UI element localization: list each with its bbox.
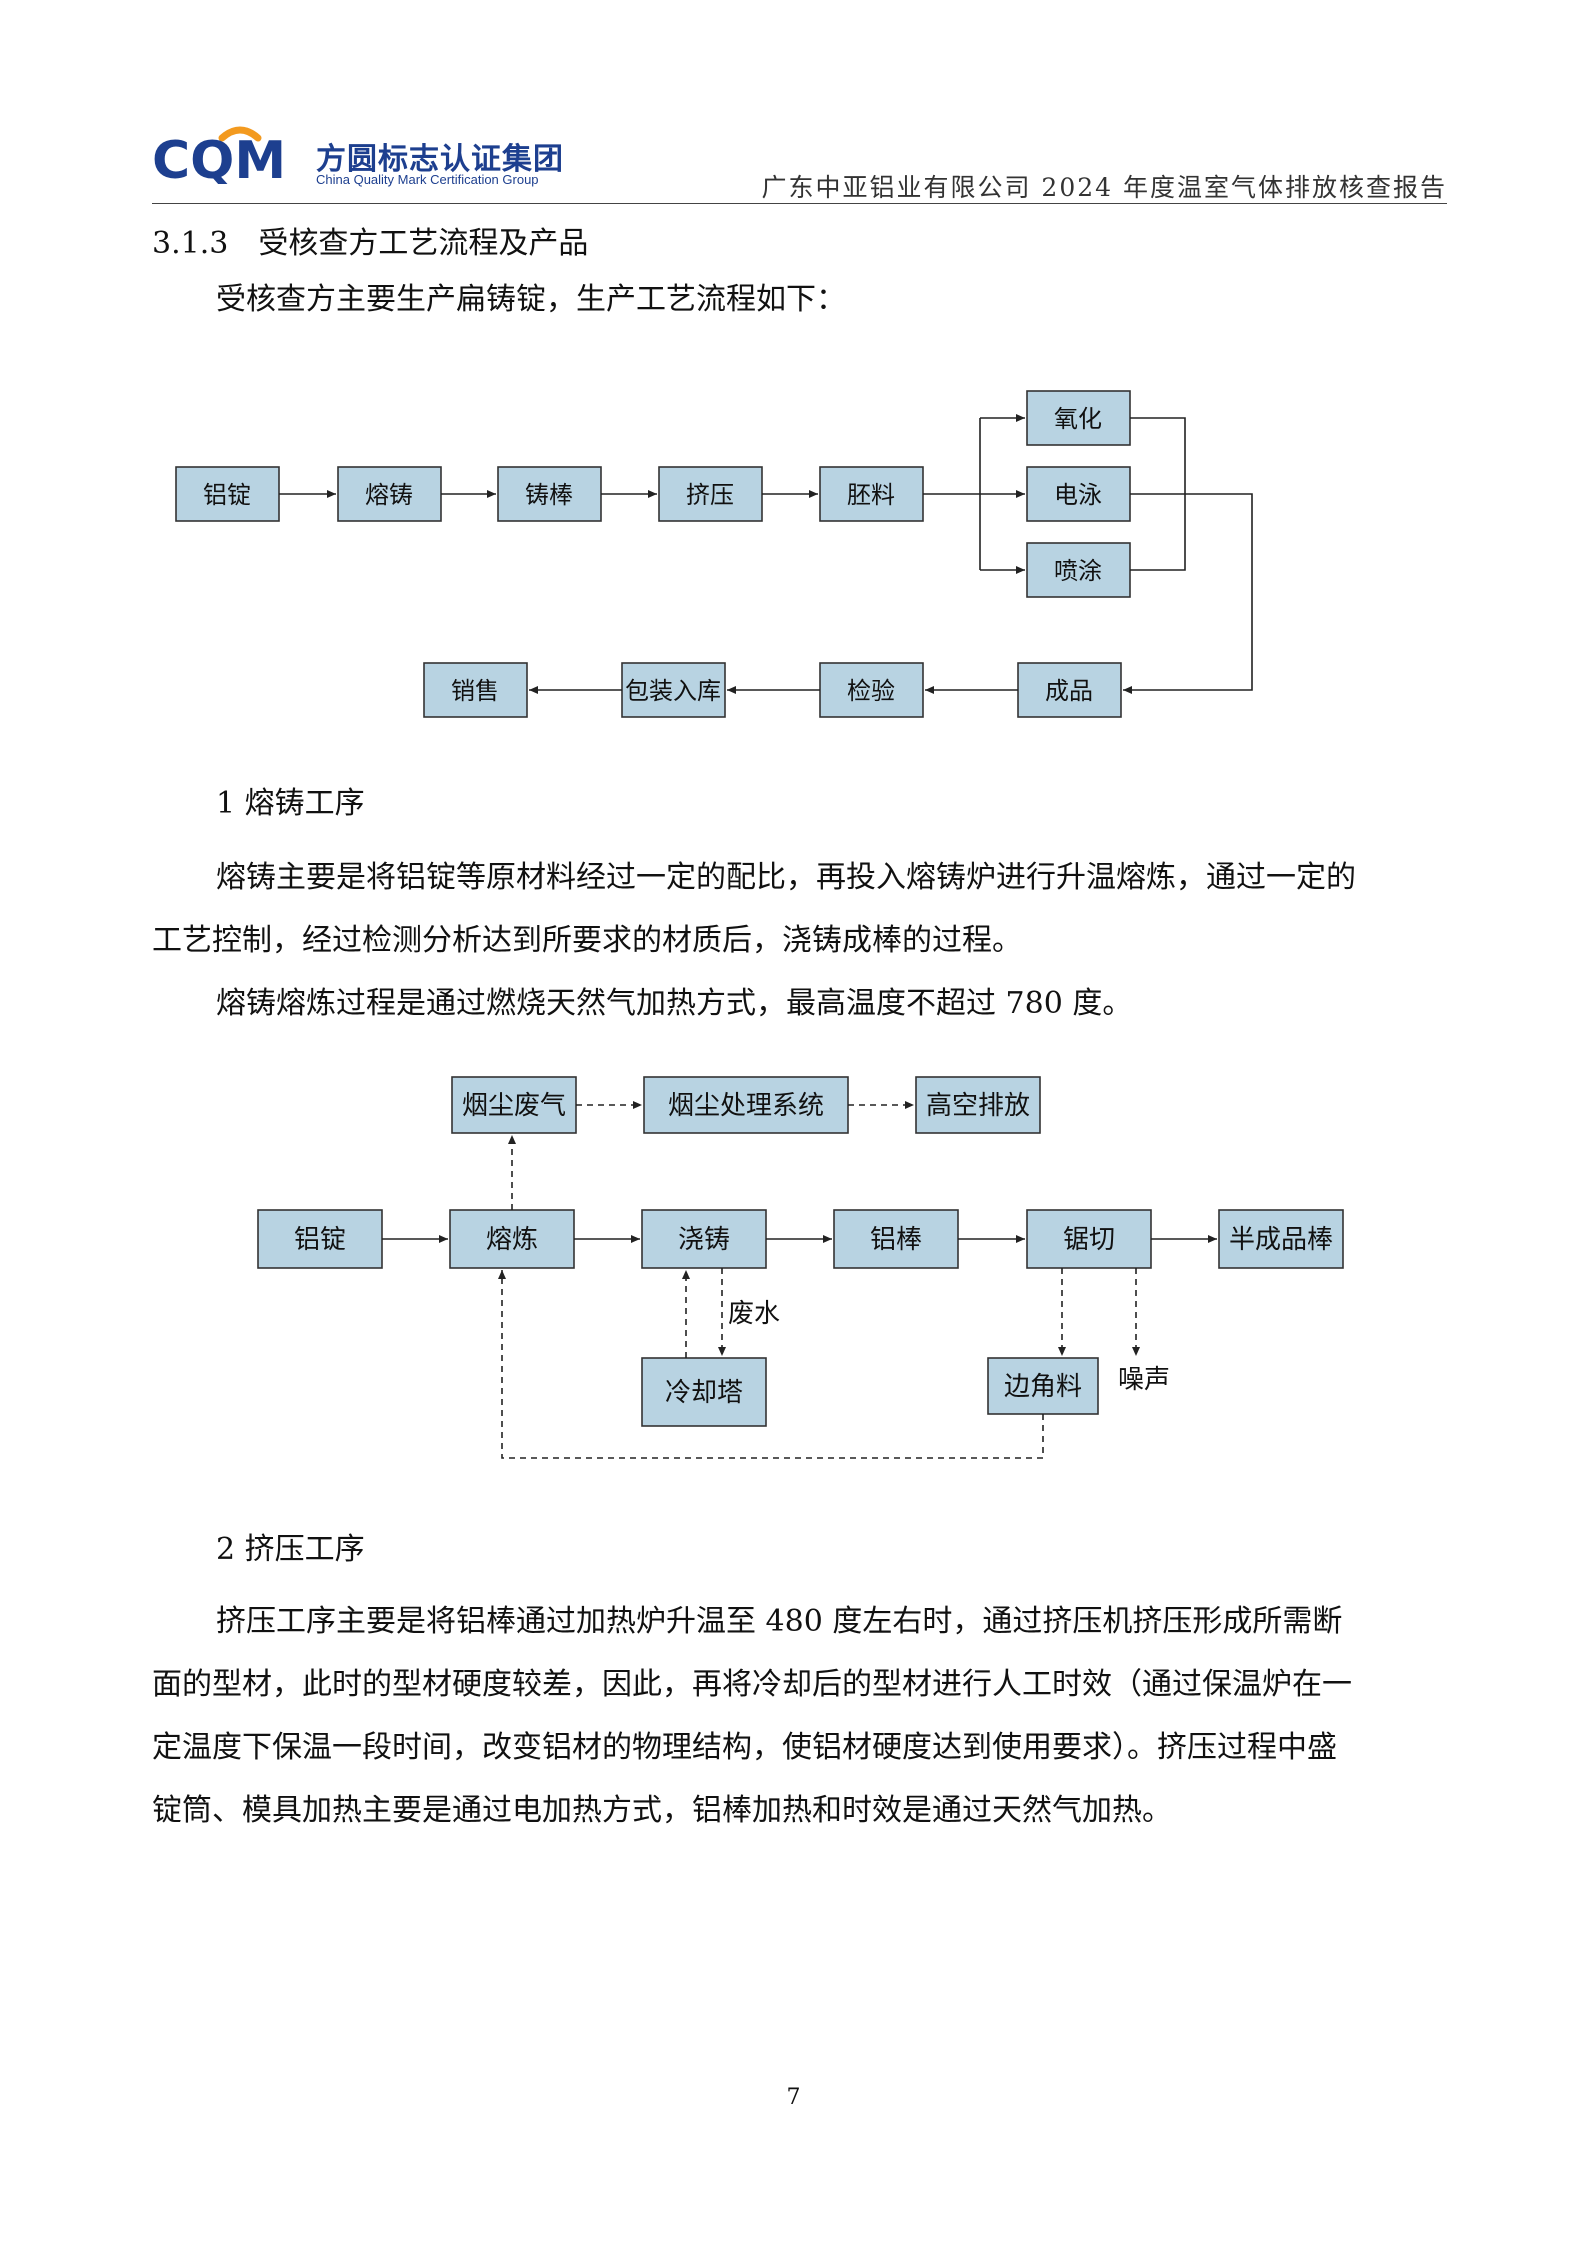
flow1-label-casting: 熔铸 [365, 481, 413, 509]
flow2-box-saw [1026, 1209, 1152, 1269]
flow1-box-extrude [658, 466, 763, 522]
flow2-label-scrap: 边角料 [1004, 1372, 1082, 1402]
flow1-label-bar: 铸棒 [525, 481, 573, 509]
flow2-label-noise: 噪声 [1118, 1365, 1170, 1395]
flow2-box-dust-gas [451, 1076, 577, 1134]
flow1-box-product [1017, 662, 1122, 718]
logo-letters: CQM [152, 131, 286, 184]
flow2-label-al-bar: 铝棒 [870, 1225, 922, 1255]
section-title: 受核查方工艺流程及产品 [258, 226, 589, 261]
logo-english-name: China Quality Mark Certification Group [316, 172, 539, 187]
process2-paragraph-line: 锭筒、模具加热主要是通过电加热方式，铝棒加热和时效是通过天然气加热。 [152, 1793, 1172, 1828]
flow2-dashed-arrow [498, 1270, 1044, 1459]
flow1-label-blank: 胚料 [847, 481, 895, 509]
flow1-box-inspect [819, 662, 924, 718]
section-heading: 3.1.3 受核查方工艺流程及产品 [152, 218, 588, 262]
flow2-box-pour [641, 1209, 767, 1269]
flow1-label-spray: 喷涂 [1054, 557, 1102, 585]
header-divider [152, 203, 1447, 204]
flow1-label-pack: 包装入库 [625, 677, 721, 705]
flow2-box-dust-system [643, 1076, 849, 1134]
flow1-box-oxidize [1026, 390, 1131, 446]
flow2-label-waste-water: 废水 [728, 1299, 780, 1329]
section-number: 3.1.3 [152, 226, 229, 261]
flow2-label-semi: 半成品棒 [1229, 1225, 1333, 1255]
logo-arc [218, 126, 262, 142]
intro-paragraph: 受核查方主要生产扁铸锭，生产工艺流程如下： [216, 282, 846, 317]
flow1-label-oxidize: 氧化 [1054, 405, 1102, 433]
flow2-label-pour: 浇铸 [678, 1225, 730, 1255]
flow1-arrow [1123, 493, 1253, 694]
flow1-box-sale [423, 662, 528, 718]
process2-paragraph-line: 面的型材，此时的型材硬度较差，因此，再将冷却后的型材进行人工时效（通过保温炉在一 [152, 1667, 1352, 1702]
process1-paragraph-2: 熔铸熔炼过程是通过燃烧天然气加热方式，最高温度不超过 780 度。 [216, 986, 1133, 1021]
flow2-label-cool: 冷却塔 [665, 1378, 743, 1408]
process2-paragraph-line: 定温度下保温一段时间，改变铝材的物理结构，使铝材硬度达到使用要求）。挤压过程中盛 [152, 1730, 1337, 1765]
production-flowchart: 铝锭 熔铸 铸棒 挤压 胚料 氧化 电泳 喷涂 成品 检验 包装入库 销售 [175, 390, 1253, 718]
flow1-label-product: 成品 [1045, 677, 1093, 705]
logo-chinese-name: 方圆标志认证集团 [316, 142, 564, 177]
casting-flowchart: 烟尘废气 烟尘处理系统 高空排放 铝锭 熔炼 浇铸 铝棒 锯切 半成品棒 冷却塔… [257, 1076, 1344, 1459]
flow1-box-blank [819, 466, 924, 522]
flow2-box-ingot [257, 1209, 383, 1269]
flow1-label-ingot: 铝锭 [203, 481, 251, 509]
flow2-label-high-emission: 高空排放 [926, 1091, 1030, 1121]
flow2-label-dust-gas: 烟尘废气 [462, 1091, 566, 1121]
cqm-logo: CQM [152, 126, 286, 184]
flow2-box-semi [1218, 1209, 1344, 1269]
flow2-box-al-bar [833, 1209, 959, 1269]
flow2-box-scrap [987, 1357, 1099, 1415]
flow2-label-saw: 锯切 [1063, 1225, 1115, 1255]
flow1-label-extrude: 挤压 [686, 481, 734, 509]
flow2-label-ingot: 铝锭 [294, 1225, 346, 1255]
flow1-label-sale: 销售 [451, 677, 499, 705]
page-number: 7 [786, 2085, 801, 2110]
flow2-label-smelt: 熔炼 [486, 1225, 538, 1255]
flow2-label-dust-system: 烟尘处理系统 [668, 1091, 824, 1121]
flow1-label-inspect: 检验 [847, 677, 895, 705]
process2-heading: 2 挤压工序 [216, 1532, 365, 1567]
flow2-box-smelt [449, 1209, 575, 1269]
process2-paragraph-line: 挤压工序主要是将铝棒通过加热炉升温至 480 度左右时，通过挤压机挤压形成所需断 [216, 1604, 1343, 1639]
report-title: 广东中亚铝业有限公司 2024 年度温室气体排放核查报告 [761, 173, 1447, 202]
flow1-box-pack [621, 662, 726, 718]
flow1-box-spray [1026, 542, 1131, 598]
process1-paragraph-line: 熔铸主要是将铝锭等原材料经过一定的配比，再投入熔铸炉进行升温熔炼，通过一定的 [216, 860, 1356, 895]
flow1-box-bar [497, 466, 602, 522]
flow1-label-electro: 电泳 [1054, 481, 1102, 509]
process1-paragraph-line: 工艺控制，经过检测分析达到所要求的材质后，浇铸成棒的过程。 [152, 923, 1022, 958]
process1-heading: 1 熔铸工序 [216, 786, 365, 821]
flow2-box-high-emission [915, 1076, 1041, 1134]
flow2-box-cool [641, 1357, 767, 1427]
